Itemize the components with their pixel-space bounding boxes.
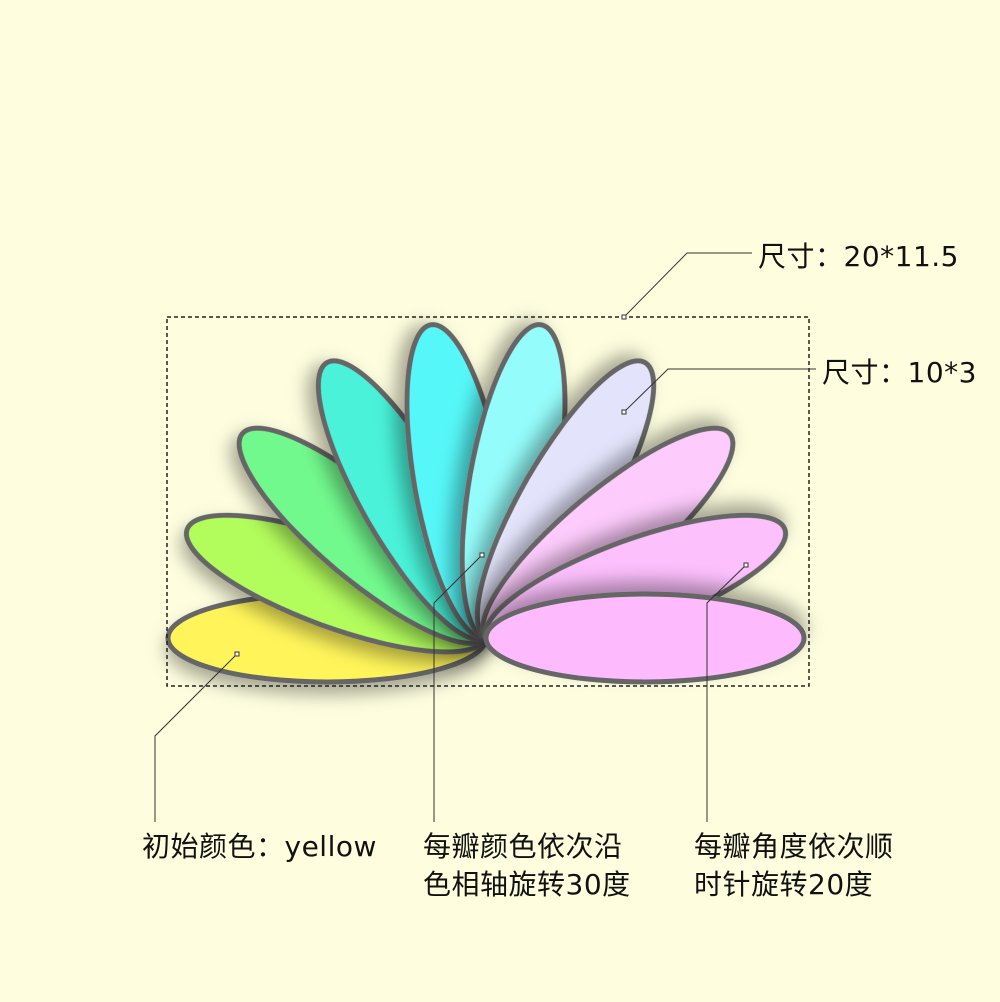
- anchor-point-initial-color: [234, 651, 240, 657]
- leader-line-angle-rotation: [706, 564, 747, 822]
- initial-color-label: 初始颜色：yellow: [142, 830, 377, 863]
- leader-line-outer-size: [623, 252, 752, 318]
- angle-rotation-label: 每瓣角度依次顺 时针旋转20度: [694, 828, 894, 904]
- anchor-point-hue-rotation: [479, 552, 485, 558]
- leader-line-initial-color: [154, 653, 238, 822]
- angle-rotation-label-line-1: 每瓣角度依次顺: [694, 830, 894, 863]
- anchor-point-angle-rotation: [743, 562, 749, 568]
- anchor-point-petal-size: [621, 409, 627, 415]
- anchor-point-outer-size: [621, 314, 627, 320]
- bounding-box: [166, 316, 810, 687]
- hue-rotation-label-line-2: 色相轴旋转30度: [423, 868, 631, 901]
- petal-10: [483, 591, 807, 685]
- angle-rotation-label-line-2: 时针旋转20度: [694, 868, 874, 901]
- petal-size-label: 尺寸：10*3: [822, 356, 977, 389]
- hue-rotation-label-line-1: 每瓣颜色依次沿: [423, 830, 623, 863]
- hue-rotation-label: 每瓣颜色依次沿 色相轴旋转30度: [423, 828, 631, 904]
- leader-line-petal-size: [623, 368, 816, 413]
- petal-group: [165, 322, 807, 685]
- outer-size-label: 尺寸：20*11.5: [758, 240, 959, 273]
- leader-line-hue-rotation: [433, 554, 483, 822]
